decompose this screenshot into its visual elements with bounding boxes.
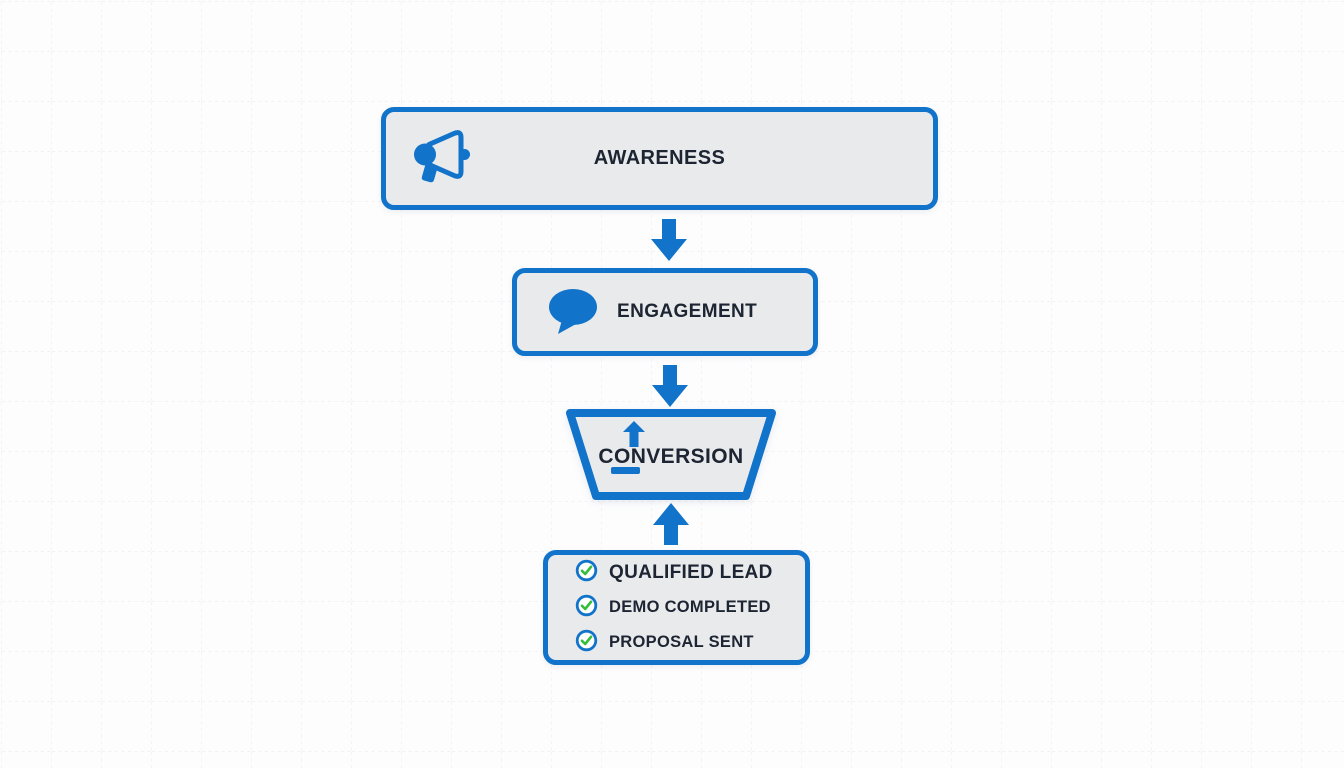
down-arrow-connector xyxy=(652,365,688,407)
stage-label-awareness: AWARENESS xyxy=(593,147,726,169)
checklist-item-label: PROPOSAL SENT xyxy=(609,633,754,651)
megaphone-icon xyxy=(412,128,472,189)
stage-node-engagement: ENGAGEMENT xyxy=(512,268,818,356)
checklist-item: QUALIFIED LEAD xyxy=(575,559,805,587)
trapezoid-shape xyxy=(566,409,776,500)
checklist-item: DEMO COMPLETED xyxy=(575,594,805,622)
check-circle-icon xyxy=(575,629,598,657)
stage-node-conversion: CONVERSION xyxy=(560,407,782,502)
checklist-node: QUALIFIED LEAD DEMO COMPLETED PROPOSAL S… xyxy=(543,550,810,665)
check-circle-icon xyxy=(575,559,598,587)
up-arrow-connector xyxy=(653,503,689,545)
stage-node-awareness: AWARENESS xyxy=(381,107,938,210)
arrow-up-icon xyxy=(623,421,645,452)
check-circle-icon xyxy=(575,594,598,622)
speech-bubble-icon xyxy=(545,285,601,340)
down-arrow-connector xyxy=(651,219,687,261)
stage-label-conversion: CONVERSION xyxy=(598,445,744,468)
checklist-item: PROPOSAL SENT xyxy=(575,629,805,657)
underline-bar xyxy=(611,467,640,474)
checklist-item-label: DEMO COMPLETED xyxy=(609,598,771,616)
stage-label-engagement: ENGAGEMENT xyxy=(617,301,758,322)
checklist-item-label: QUALIFIED LEAD xyxy=(609,561,773,583)
